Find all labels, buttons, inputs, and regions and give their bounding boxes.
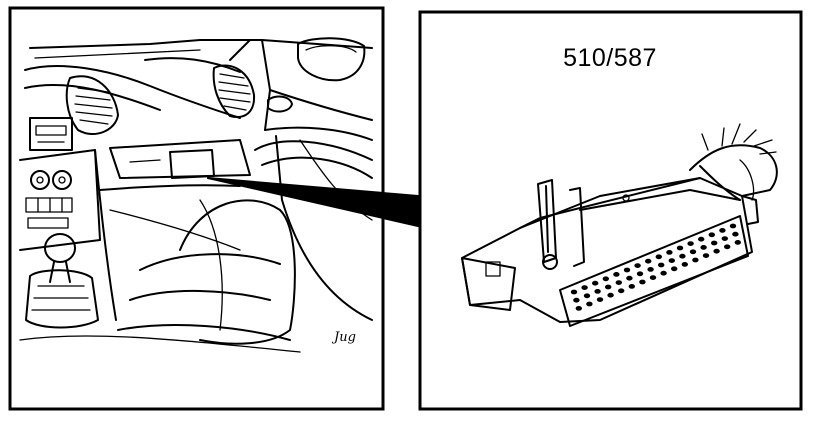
pin-hole: [655, 254, 662, 260]
detail-panel-frame: [418, 10, 803, 411]
center-console: [19, 149, 117, 321]
scene-panel-frame: [8, 6, 385, 411]
pin-hole: [724, 244, 731, 250]
pin-hole: [689, 249, 697, 255]
passenger-seat: [117, 199, 296, 345]
pin-hole: [618, 288, 625, 294]
pin-hole: [634, 263, 641, 268]
pin-hole: [570, 289, 578, 295]
door-handle: [267, 95, 293, 113]
pin-hole: [615, 280, 622, 285]
pin-hole: [613, 272, 620, 277]
pin-hole: [681, 262, 688, 267]
pin-hole: [708, 232, 715, 238]
center-air-vent: [212, 64, 256, 118]
pin-hole: [658, 262, 665, 268]
floor-lines: [19, 209, 301, 353]
pin-hole: [676, 245, 684, 251]
side-mirror: [297, 37, 366, 82]
pin-hole: [729, 223, 737, 229]
windshield-edge: [29, 39, 261, 59]
pointer-wedge: [207, 177, 419, 227]
pin-hole: [732, 231, 739, 237]
pin-hole: [592, 280, 599, 286]
door-panel: [254, 135, 373, 321]
pin-hole: [668, 258, 675, 263]
pin-hole: [596, 297, 604, 302]
pin-hole: [687, 241, 694, 247]
pin-hole: [583, 293, 591, 299]
pin-hole: [666, 250, 673, 255]
pin-hole: [639, 279, 646, 285]
pin-hole: [623, 267, 631, 273]
pin-hole: [679, 253, 686, 259]
pin-hole: [649, 275, 657, 280]
left-air-vent: [65, 75, 119, 135]
glovebox-lower-dash: [99, 139, 251, 191]
radio-unit: [29, 117, 73, 151]
pin-hole: [607, 292, 614, 298]
pin-hole: [702, 253, 710, 258]
pin-hole: [602, 276, 609, 282]
gear-lever: [25, 233, 99, 329]
ecu-connector: [461, 123, 778, 327]
dashboard-top: [24, 57, 241, 119]
pin-hole: [586, 301, 593, 307]
pin-hole: [605, 284, 612, 290]
pin-hole: [698, 236, 705, 242]
pin-hole: [626, 275, 633, 281]
pin-hole: [628, 284, 635, 289]
pin-hole: [581, 285, 588, 290]
pin-hole: [645, 258, 652, 264]
part-number-label: 510/587: [563, 44, 657, 72]
pin-hole: [660, 270, 667, 276]
illustrator-signature: Jug: [334, 330, 356, 345]
pin-hole: [721, 236, 728, 242]
pin-hole: [692, 257, 699, 263]
pin-hole: [719, 228, 726, 233]
pin-hole: [734, 240, 741, 245]
pin-hole: [671, 266, 678, 272]
pin-hole: [711, 240, 718, 246]
pin-hole: [713, 248, 720, 254]
pin-hole: [647, 267, 654, 272]
climate-controls: [25, 170, 73, 229]
a-pillar-and-door: [229, 39, 373, 141]
pin-hole: [594, 289, 601, 294]
connector-pin-holes: [570, 223, 741, 311]
pin-hole: [636, 271, 644, 277]
pin-hole: [573, 297, 580, 303]
pin-hole: [700, 245, 707, 250]
pin-hole: [575, 306, 582, 311]
